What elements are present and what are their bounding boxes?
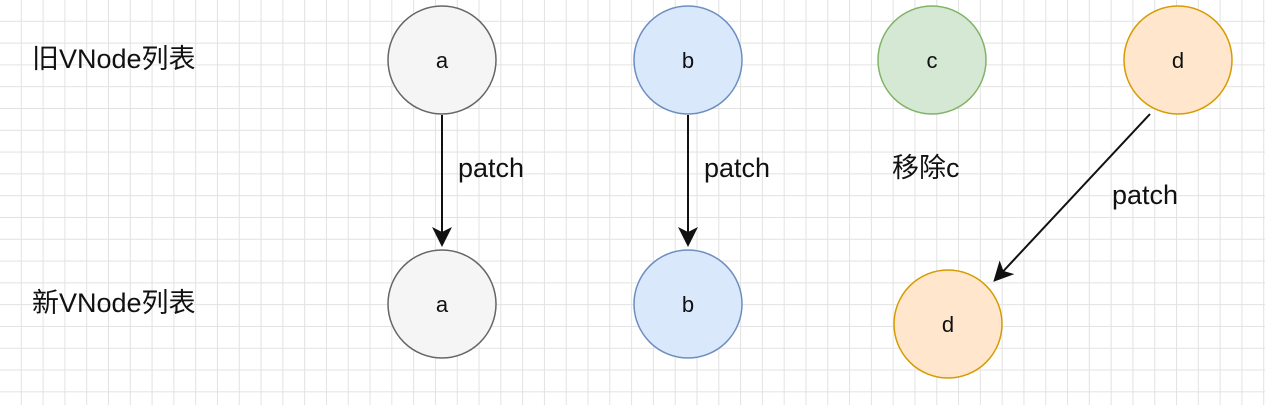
new-node-b-label: b (682, 292, 694, 317)
patch-label-d: patch (1112, 180, 1178, 210)
old-node-c-label: c (927, 48, 938, 73)
new-node-b: b (633, 249, 743, 359)
new-vnode-list-label: 新VNode列表 (32, 288, 196, 318)
patch-arrow-d (993, 113, 1151, 282)
new-node-a-label: a (436, 292, 449, 317)
old-node-a-label: a (436, 48, 449, 73)
patch-label-b: patch (704, 153, 770, 183)
old-node-b: b (633, 5, 743, 115)
old-node-b-label: b (682, 48, 694, 73)
old-node-b-circle (633, 5, 743, 115)
old-node-d-circle (1123, 5, 1233, 115)
new-node-d: d (893, 269, 1003, 379)
old-node-d: d (1123, 5, 1233, 115)
old-node-a: a (387, 5, 497, 115)
new-node-a: a (387, 249, 497, 359)
remove-c-label: 移除c (892, 153, 960, 183)
old-node-c-circle (877, 5, 987, 115)
old-node-d-label: d (1172, 48, 1184, 73)
old-vnode-list-label: 旧VNode列表 (32, 44, 196, 74)
new-node-d-label: d (942, 312, 954, 337)
new-node-a-circle (387, 249, 497, 359)
old-node-a-circle (387, 5, 497, 115)
patch-label-a: patch (458, 153, 524, 183)
new-node-b-circle (633, 249, 743, 359)
new-node-d-circle (893, 269, 1003, 379)
old-node-c: c (877, 5, 987, 115)
